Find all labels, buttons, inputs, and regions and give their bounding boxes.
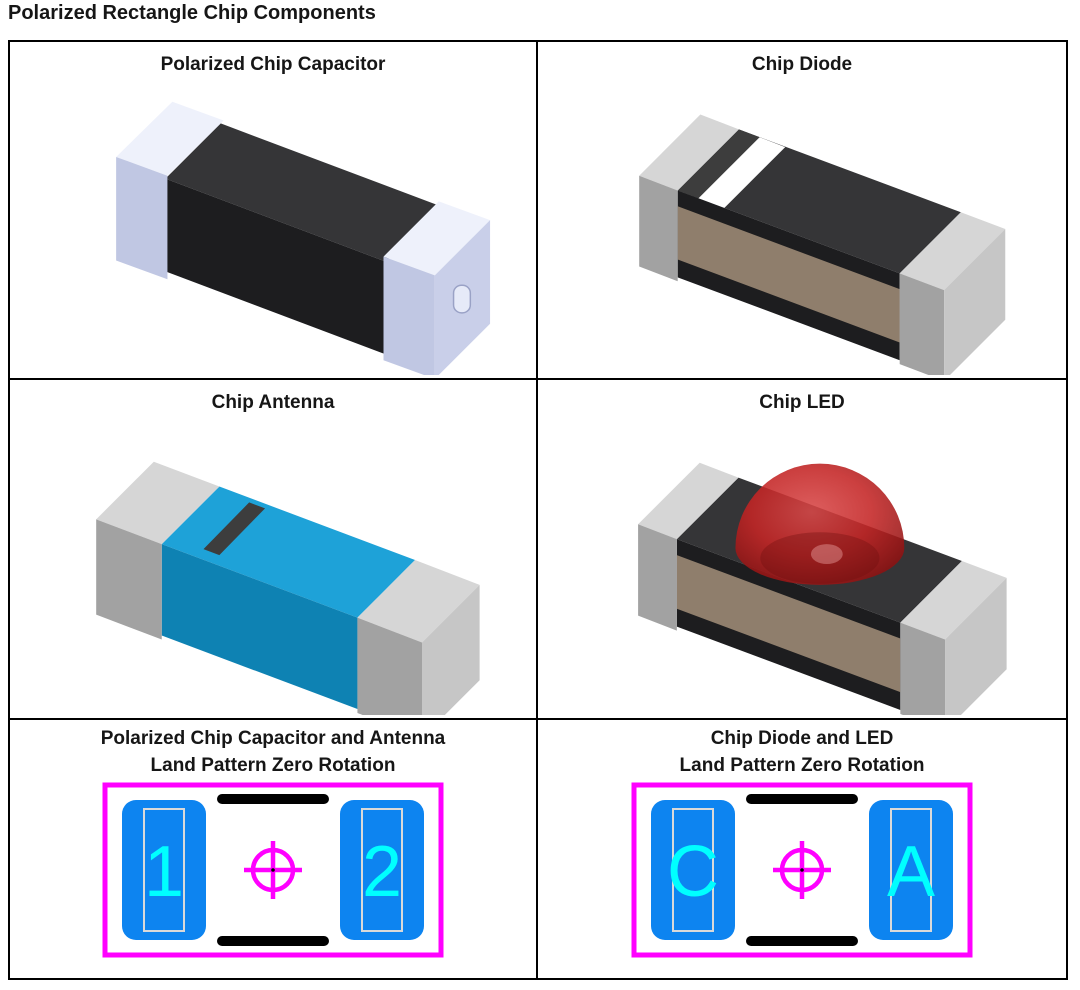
- silkscreen-bar-bottom: [746, 936, 858, 947]
- diode-left-cap-top: [639, 114, 739, 191]
- diode-front-tan-face: [677, 205, 900, 343]
- antenna-title: Chip Antenna: [211, 392, 335, 413]
- pad-1-label: 1: [144, 832, 184, 912]
- capacitor-body-front: [165, 178, 386, 354]
- land-pattern-courtyard-outline: [102, 782, 444, 958]
- cell-diode: Chip Diode: [538, 42, 1066, 380]
- pad-2-inner-outline: [361, 808, 403, 933]
- pad-cathode-inner-outline: [672, 808, 714, 933]
- land-pattern-diode-led-diagram: C A: [631, 782, 973, 958]
- led-left-cap-top: [638, 462, 739, 539]
- origin-crosshair-icon: [244, 841, 302, 900]
- antenna-right-cap-front: [357, 617, 422, 715]
- led-title: Chip LED: [759, 392, 845, 413]
- cell-land-pattern-capacitor-antenna: Polarized Chip Capacitor and Antenna Lan…: [10, 720, 538, 978]
- antenna-3d-image: [96, 461, 480, 715]
- page-title: Polarized Rectangle Chip Components: [8, 2, 376, 24]
- antenna-body-top: [161, 486, 416, 618]
- antenna-left-cap-top: [96, 461, 220, 544]
- diode-cathode-white-stripe: [698, 136, 786, 208]
- antenna-right-cap-end-face: [422, 584, 480, 715]
- led-dome-highlight: [810, 543, 843, 564]
- led-3d-image: [638, 462, 1007, 715]
- capacitor-left-cap-top: [116, 101, 224, 176]
- pad-anode-inner-outline: [890, 808, 932, 933]
- pad-cathode-label: C: [667, 832, 719, 912]
- capacitor-3d-image: [116, 101, 491, 375]
- led-red-dome-lens: [735, 463, 905, 585]
- land-pattern-left-title-line2: Land Pattern Zero Rotation: [150, 754, 396, 776]
- diode-right-cap-end-face: [944, 228, 1006, 375]
- capacitor-left-cap-front: [116, 156, 168, 279]
- antenna-marking-stripe: [203, 502, 266, 555]
- diode-right-cap-top: [899, 211, 1006, 290]
- land-pattern-right-title-line2: Land Pattern Zero Rotation: [679, 754, 925, 776]
- pad-2-label: 2: [362, 832, 402, 912]
- silkscreen-bar-bottom: [217, 936, 329, 947]
- silkscreen-bar-top: [746, 794, 858, 805]
- antenna-body-front: [161, 543, 358, 709]
- diode-3d-image: [639, 114, 1006, 375]
- led-left-cap-front: [638, 523, 677, 631]
- origin-crosshair-icon: [773, 841, 831, 900]
- led-dome-inner-shadow: [760, 531, 880, 584]
- pad-1-inner-outline: [143, 808, 185, 933]
- land-pattern-courtyard-outline: [631, 782, 973, 958]
- capacitor-right-cap-top: [383, 200, 491, 275]
- diode-cathode-dark-stripe: [677, 128, 760, 198]
- land-pattern-capacitor-antenna-diagram: 1 2: [102, 782, 444, 958]
- capacitor-title: Polarized Chip Capacitor: [160, 54, 386, 75]
- pad-anode-label: A: [887, 832, 935, 912]
- led-right-cap-top: [900, 560, 1007, 640]
- diode-left-cap-front: [639, 175, 678, 281]
- land-pattern-right-title: Chip Diode and LED Land Pattern Zero Rot…: [680, 726, 925, 779]
- cell-antenna: Chip Antenna: [10, 380, 538, 720]
- cell-led: Chip LED: [538, 380, 1066, 720]
- antenna-right-cap-top: [357, 559, 480, 643]
- diode-right-cap-front: [899, 272, 945, 375]
- silkscreen-bar-top: [217, 794, 329, 805]
- land-pattern-left-title-line1: Polarized Chip Capacitor and Antenna: [100, 728, 446, 749]
- led-right-cap-end-face: [945, 577, 1007, 715]
- land-pattern-right-title-line1: Chip Diode and LED: [710, 728, 894, 749]
- capacitor-body-top: [165, 122, 441, 262]
- led-front-tan-face: [676, 554, 901, 692]
- antenna-left-cap-front: [96, 518, 162, 640]
- cell-land-pattern-diode-led: Chip Diode and LED Land Pattern Zero Rot…: [538, 720, 1066, 978]
- land-pattern-left-title: Polarized Chip Capacitor and Antenna Lan…: [101, 726, 446, 779]
- capacitor-polarity-nub: [452, 284, 472, 314]
- diode-title: Chip Diode: [751, 54, 853, 75]
- cell-capacitor: Polarized Chip Capacitor: [10, 42, 538, 380]
- components-table: Polarized Chip Capacitor: [8, 40, 1068, 980]
- capacitor-right-cap-front: [383, 256, 435, 375]
- led-right-cap-front: [900, 622, 946, 715]
